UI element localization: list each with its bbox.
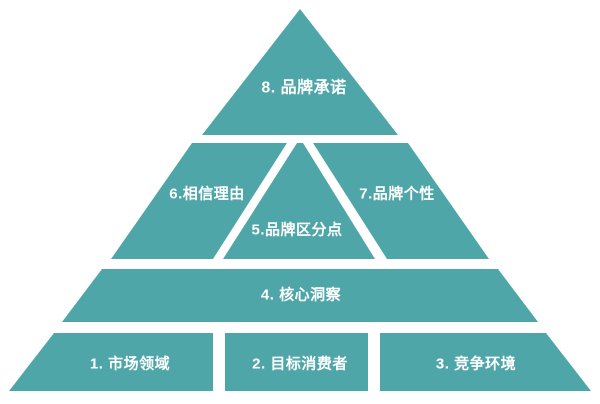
level-8-brand-promise-shape xyxy=(202,9,398,135)
level-7-brand-personality-label: 7.品牌个性 xyxy=(359,185,435,203)
level-3-competitive-environment-shape xyxy=(380,333,591,391)
level-1-market-domain-label: 1. 市场领域 xyxy=(90,355,170,373)
level-1-market-domain-shape xyxy=(9,333,213,391)
level-3-competitive-environment-label: 3. 竞争环境 xyxy=(436,355,516,373)
level-7-brand-personality-shape xyxy=(313,143,489,259)
level-5-brand-point-of-difference-shape xyxy=(223,143,375,259)
level-6-reasons-to-believe-label: 6.相信理由 xyxy=(169,185,245,203)
level-2-target-consumer-label: 2. 目标消费者 xyxy=(252,355,348,373)
level-4-core-insight-label: 4. 核心洞察 xyxy=(261,286,342,304)
level-5-brand-point-of-difference-label: 5.品牌区分点 xyxy=(251,221,342,239)
level-6-reasons-to-believe-shape xyxy=(111,143,287,259)
level-2-target-consumer-shape xyxy=(225,333,368,391)
level-8-brand-promise-label: 8. 品牌承诺 xyxy=(261,78,346,97)
level-4-core-insight-shape xyxy=(62,269,538,322)
